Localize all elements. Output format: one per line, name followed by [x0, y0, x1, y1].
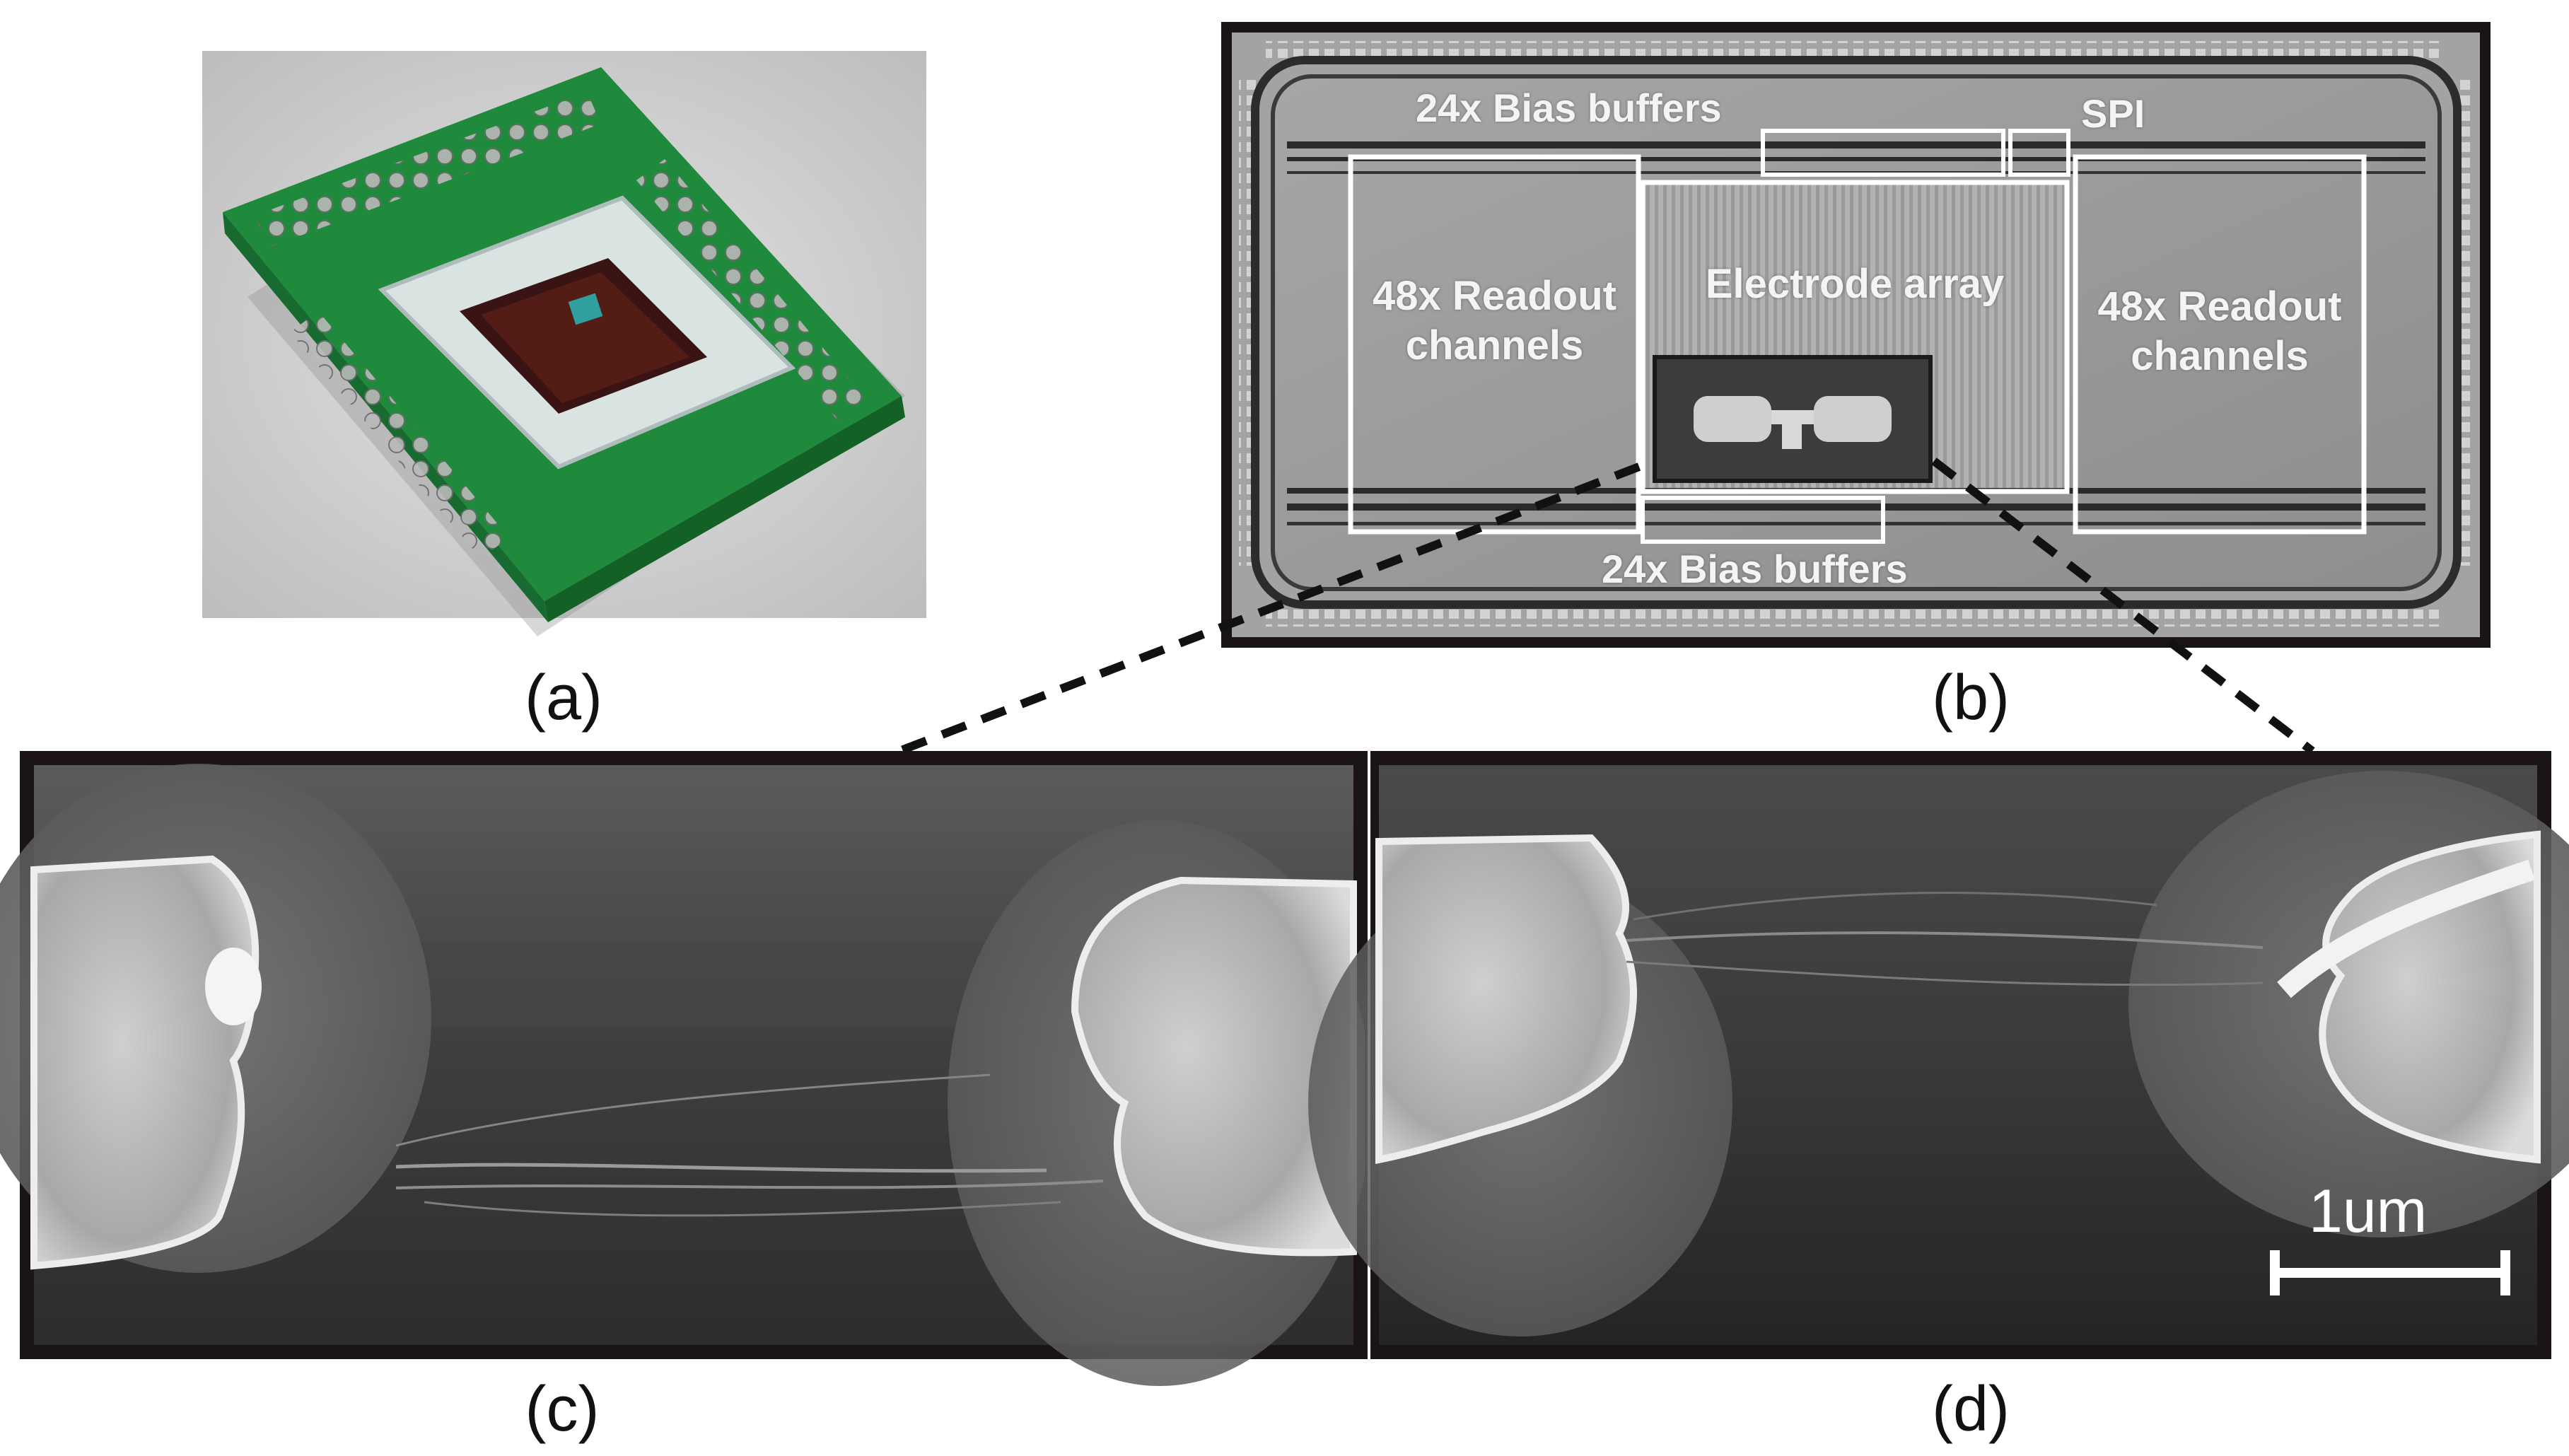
scale-bar [2270, 1250, 2510, 1295]
box-spi [2008, 129, 2070, 177]
electrode-pad-right [1071, 876, 1357, 1257]
label-readout-right-1: 48x Readout [2097, 284, 2342, 330]
panel-b-chip-micrograph [1221, 22, 2491, 648]
caption-panel-a: (a) [525, 663, 602, 733]
zoom-lines [897, 458, 2315, 755]
caption-panel-d: (d) [1932, 1374, 2010, 1445]
scale-bar-label: 1um [2309, 1177, 2428, 1245]
label-electrode-array: Electrode array [1705, 261, 2005, 307]
label-readout-right-2: channels [2131, 333, 2309, 379]
panel-a-photo [202, 51, 926, 636]
caption-panel-c: (c) [525, 1374, 600, 1445]
box-readout-left [1348, 154, 1641, 535]
panel-d-sem [1308, 751, 2569, 1359]
panel-c-sem [0, 751, 1372, 1386]
label-bias-buffers-top: 24x Bias buffers [1416, 86, 1722, 130]
caption-panel-b: (b) [1932, 663, 2010, 733]
electrode-pad-left-d [1375, 834, 1637, 1165]
label-bias-buffers-bottom: 24x Bias buffers [1602, 547, 1908, 591]
label-readout-left-2: channels [1405, 322, 1584, 368]
box-readout-right [2073, 154, 2367, 535]
box-electrode-array [1640, 180, 2070, 494]
label-spi: SPI [2081, 91, 2145, 136]
box-bias-top [1761, 129, 2005, 177]
box-bias-bottom [1641, 496, 1885, 544]
electrode-pad-right-d [2319, 830, 2541, 1164]
electrode-pad-left [30, 855, 260, 1270]
label-readout-left-1: 48x Readout [1373, 273, 1616, 319]
